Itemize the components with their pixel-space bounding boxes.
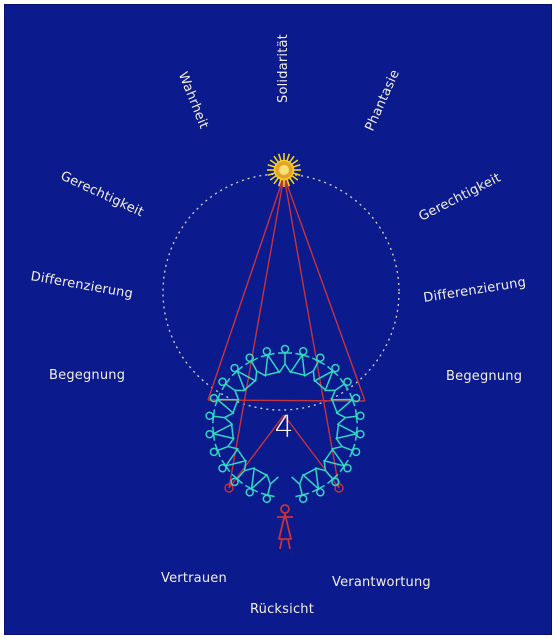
line-outer-left [207,175,285,401]
sun-icon [267,153,301,187]
line-left [228,175,285,489]
ring-figure [335,423,365,441]
dotted-circle [162,173,400,411]
ring-figure [230,459,256,487]
ring-figure [335,409,365,426]
line-outer-right [283,175,366,402]
word-begegnung-right: Begegnung [446,369,523,384]
diagram-frame: 4 Wahrheit Solidarität Phantasie Gerecht… [4,4,552,635]
ring-figure [302,467,325,497]
ring-figure [323,448,352,473]
ring-figure [324,377,352,401]
figure-ring [205,344,365,504]
diagram-canvas: 4 [162,153,400,550]
line-inner-left [228,414,285,489]
ring-figure [260,346,280,376]
ring-figure [290,346,310,376]
ring-figure [331,392,361,414]
ring-figure [230,363,256,391]
ring-figure [218,448,247,473]
word-begegnung-left: Begegnung [49,368,126,383]
node-left [224,483,234,493]
ring-figure [314,459,340,487]
ring-figure [245,353,267,382]
ring-figure [205,423,235,441]
word-verantwortung: Verantwortung [332,575,431,590]
ring-figure [205,409,235,426]
word-ruecksicht: Rücksicht [250,602,315,617]
red-leader-figure [277,504,293,550]
ring-figure [314,363,340,391]
center-glyph: 4 [274,410,293,445]
ring-figure [303,353,325,382]
ring-figure [209,437,239,458]
ring-figure [260,473,279,504]
ring-figure [245,467,268,497]
word-solidaritaet: Solidarität [275,34,291,103]
ring-figure [291,473,310,504]
ring-figure [209,392,239,414]
ring-figure [331,437,361,458]
ring-figure [278,344,292,374]
line-right [283,175,340,489]
word-vertrauen: Vertrauen [161,571,227,586]
ring-figure [218,377,246,401]
